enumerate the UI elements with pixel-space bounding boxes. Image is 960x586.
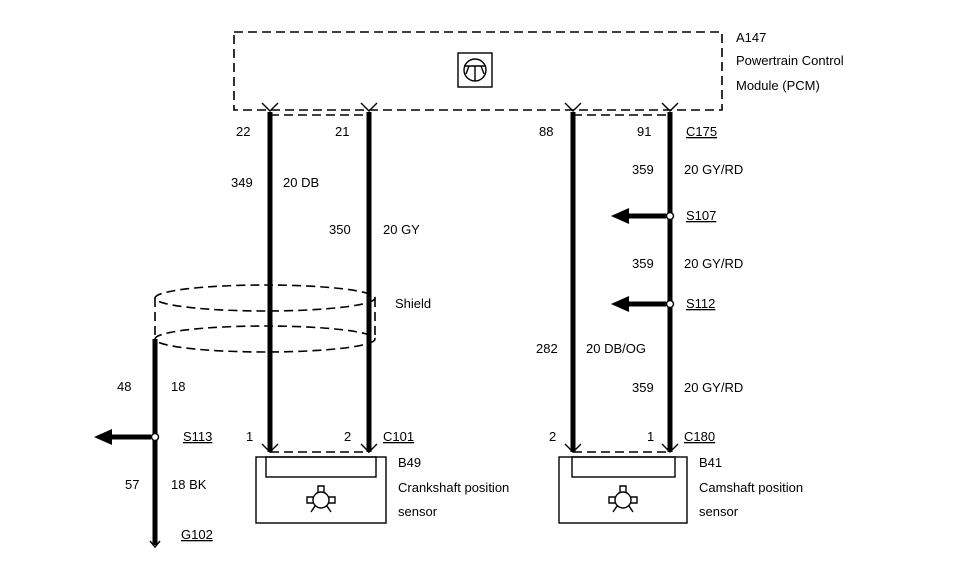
crank-sensor-ref: B49 (398, 455, 421, 470)
circuit-350-spec: 20 GY (383, 222, 420, 237)
circuit-57-spec: 18 BK (171, 477, 207, 492)
gear-sensor-icon (306, 485, 336, 513)
splice-s112 (611, 296, 675, 312)
ground-icon (149, 540, 161, 549)
circuit-57: 57 (125, 477, 139, 492)
circuit-349-spec: 20 DB (283, 175, 319, 190)
circuit-359-c-spec: 20 GY/RD (684, 380, 743, 395)
connector-c175: C175 (686, 124, 717, 139)
circuit-359-a: 359 (632, 162, 654, 177)
pcm-module-icon (457, 52, 493, 88)
circuit-282-spec: 20 DB/OG (586, 341, 646, 356)
crank-sensor-line1: Crankshaft position (398, 480, 509, 495)
pin-88: 88 (539, 124, 553, 139)
pcm-ref: A147 (736, 30, 766, 45)
crankshaft-sensor (255, 456, 387, 524)
circuit-48-spec: 18 (171, 379, 185, 394)
pcm-pin-arrows (261, 102, 679, 116)
camshaft-sensor (558, 456, 688, 524)
pcm-name-line1: Powertrain Control (736, 53, 844, 68)
gear-sensor-icon (608, 485, 638, 513)
pin-21: 21 (335, 124, 349, 139)
circuit-359-b: 359 (632, 256, 654, 271)
arrow-left-icon (611, 208, 629, 224)
circuit-359-a-spec: 20 GY/RD (684, 162, 743, 177)
crank-pin-2: 2 (344, 429, 351, 444)
circuit-282: 282 (536, 341, 558, 356)
pin-22: 22 (236, 124, 250, 139)
circuit-350: 350 (329, 222, 351, 237)
splice-s113-label: S113 (183, 429, 212, 444)
shield: Shield (152, 284, 431, 545)
arrow-left-icon (94, 429, 112, 445)
pcm-module: A147 Powertrain Control Module (PCM) (233, 30, 844, 111)
circuit-359-c: 359 (632, 380, 654, 395)
splice-s107-label: S107 (686, 208, 716, 223)
splice-s113 (94, 429, 160, 445)
crank-pin-1: 1 (246, 429, 253, 444)
crank-sensor-line2: sensor (398, 504, 438, 519)
splice-s107 (611, 208, 675, 224)
pcm-name-line2: Module (PCM) (736, 78, 820, 93)
shield-label: Shield (395, 296, 431, 311)
splice-s112-label: S112 (686, 296, 715, 311)
connector-c180: C180 (684, 429, 715, 444)
cam-sensor-line1: Camshaft position (699, 480, 803, 495)
circuit-359-b-spec: 20 GY/RD (684, 256, 743, 271)
pin-91: 91 (637, 124, 651, 139)
cam-sensor-ref: B41 (699, 455, 722, 470)
arrow-left-icon (611, 296, 629, 312)
cam-pin-1: 1 (647, 429, 654, 444)
circuit-48: 48 (117, 379, 131, 394)
cam-sensor-line2: sensor (699, 504, 739, 519)
circuit-349: 349 (231, 175, 253, 190)
cam-pin-2: 2 (549, 429, 556, 444)
ground-g102: G102 (181, 527, 213, 542)
connector-c101: C101 (383, 429, 414, 444)
